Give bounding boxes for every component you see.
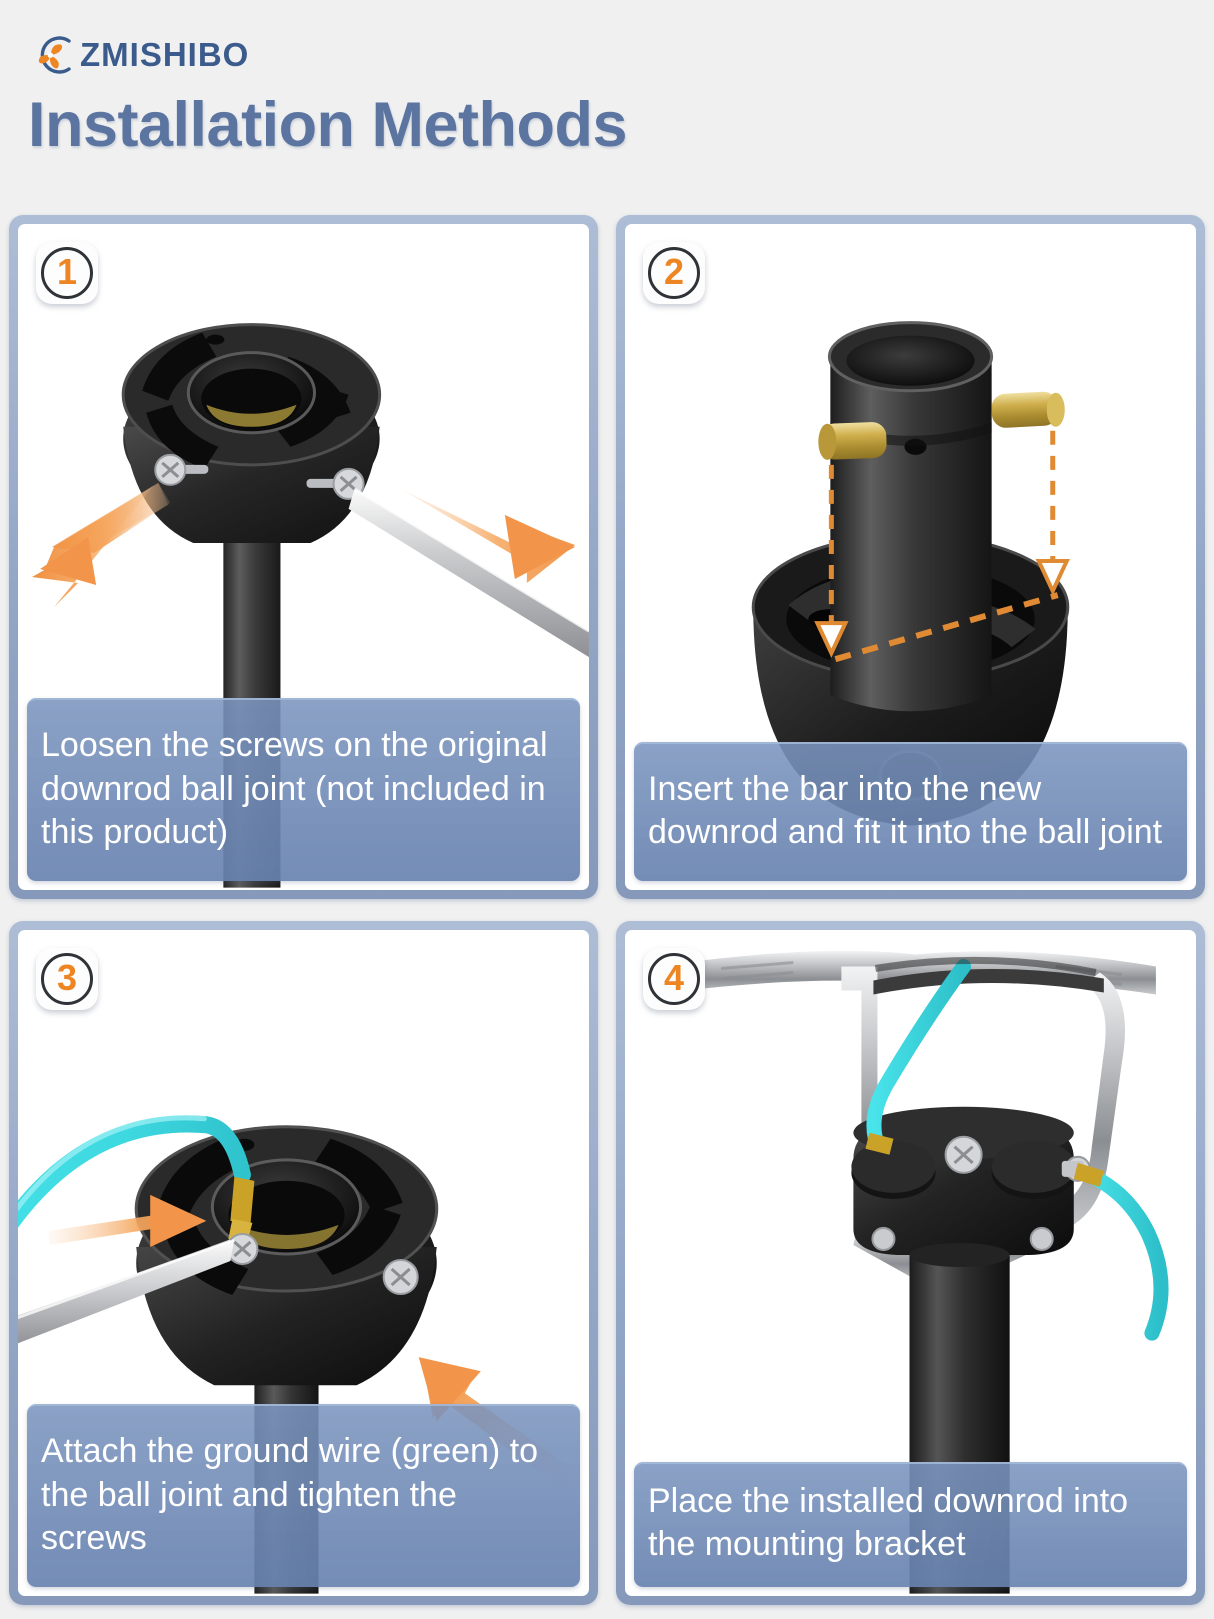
step-caption-4: Place the installed downrod into the mou… — [634, 1461, 1187, 1587]
step-panel-1: 1 Loosen the screws on the original down… — [9, 215, 598, 899]
brand-name: ZMISHIBO — [80, 36, 250, 73]
step-badge-4: 4 — [643, 948, 705, 1010]
screwdriver — [18, 1238, 235, 1344]
dashed-arrowhead-right — [1035, 559, 1070, 596]
step-panel-3-inner: 3 Attach the ground wire (green) to the … — [18, 930, 589, 1596]
brand-logo: ZMISHIBO — [28, 32, 1214, 78]
step-badge-ring-2: 2 — [648, 247, 700, 299]
step-badge-ring-3: 3 — [41, 953, 93, 1005]
steps-grid: 1 Loosen the screws on the original down… — [9, 215, 1205, 1605]
screw-right-side — [382, 1258, 419, 1296]
step-number-1: 1 — [56, 251, 78, 292]
screwdriver — [348, 487, 589, 658]
ground-wire-left — [866, 958, 972, 1147]
arrow-right — [48, 1194, 207, 1247]
step-panel-4: 4 Place the installed downrod into the m… — [616, 921, 1205, 1605]
step-number-3: 3 — [56, 957, 78, 998]
step-number-4: 4 — [663, 957, 685, 998]
step-1-illustration — [18, 224, 589, 890]
step-number-2: 2 — [663, 251, 685, 292]
step-badge-3: 3 — [36, 948, 98, 1010]
step-badge-ring-4: 4 — [648, 953, 700, 1005]
step-badge-ring-1: 1 — [41, 247, 93, 299]
step-badge-1: 1 — [36, 242, 98, 304]
ground-wire-right — [1076, 1165, 1169, 1341]
dashed-line-horizontal — [834, 592, 1059, 663]
step-caption-3: Attach the ground wire (green) to the ba… — [27, 1404, 580, 1587]
page-header: ZMISHIBO Installation Methods — [0, 0, 1214, 157]
step-panel-3: 3 Attach the ground wire (green) to the … — [9, 921, 598, 1605]
ground-wire — [18, 1115, 251, 1228]
cross-pin-left — [818, 422, 887, 460]
page-title: Installation Methods — [28, 90, 628, 160]
step-panel-2: 2 Insert the bar into the new downrod an… — [616, 215, 1205, 899]
cross-pin-right — [991, 391, 1065, 428]
step-panel-2-inner: 2 Insert the bar into the new downrod an… — [625, 224, 1196, 890]
arrow-right-outward — [400, 488, 575, 584]
step-panel-1-inner: 1 Loosen the screws on the original down… — [18, 224, 589, 890]
dashed-arrowhead-left — [814, 621, 849, 658]
step-caption-2: Insert the bar into the new downrod and … — [634, 741, 1187, 881]
step-badge-2: 2 — [643, 242, 705, 304]
fan-in-arc-icon — [38, 36, 71, 74]
step-caption-1: Loosen the screws on the original downro… — [27, 698, 580, 881]
screw-left — [154, 453, 209, 486]
step-panel-4-inner: 4 Place the installed downrod into the m… — [625, 930, 1196, 1596]
